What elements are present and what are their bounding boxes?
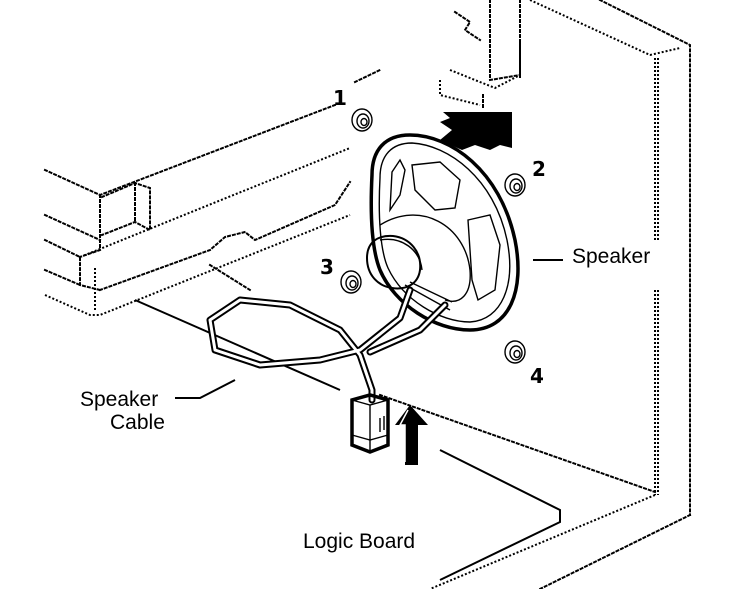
screw-1-icon — [351, 108, 373, 132]
screw-4-icon — [504, 340, 526, 364]
cable-connector-arrow-icon — [395, 405, 428, 465]
speaker-label: Speaker — [572, 245, 651, 268]
screw-number-3: 3 — [320, 255, 334, 279]
screw-number-1: 1 — [333, 86, 347, 110]
screw-number-2: 2 — [532, 157, 546, 181]
speaker-removal-arrow-icon — [440, 112, 512, 150]
screw-2-icon — [504, 173, 526, 197]
speaker-cable-label-line1: Speaker — [80, 388, 159, 411]
cable-connector-icon — [350, 393, 390, 454]
speaker-icon — [365, 133, 520, 332]
chassis-panel — [378, 0, 692, 589]
screw-3-icon — [340, 270, 362, 294]
speaker-cable-leader-line — [175, 379, 236, 399]
chassis-bracket — [43, 68, 382, 316]
logic-board-outline — [134, 299, 561, 581]
speaker-cable-icon — [206, 286, 449, 404]
speaker-cable-label-line2: Cable — [110, 411, 165, 434]
screw-number-4: 4 — [530, 364, 544, 388]
logic-board-label: Logic Board — [303, 530, 416, 553]
